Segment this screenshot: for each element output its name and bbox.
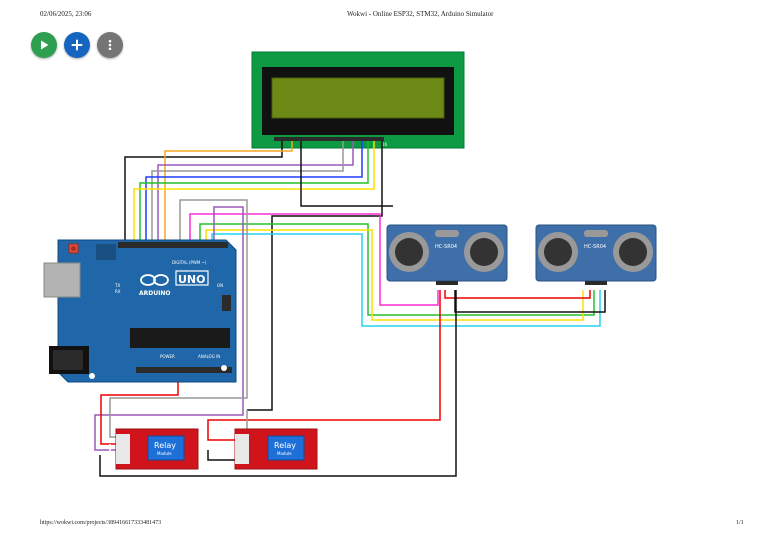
arduino-power-label: POWER xyxy=(160,354,175,359)
wire-purple xyxy=(157,141,354,243)
relay-module-2[interactable]: Relay Module xyxy=(234,428,318,470)
wire-red-relay-1 xyxy=(100,372,179,445)
more-options-button[interactable] xyxy=(97,32,123,58)
print-datetime: 02/06/2025, 23:06 xyxy=(40,10,92,18)
wire-white-relay xyxy=(109,444,120,471)
ultrasonic-sensor-2[interactable]: HC-SR04 xyxy=(535,224,657,285)
print-url: https://wokwi.com/projects/3894166173334… xyxy=(40,520,162,526)
start-simulation-button[interactable] xyxy=(31,32,57,58)
arduino-on-label: ON xyxy=(217,283,223,288)
arduino-logo xyxy=(140,274,169,286)
arduino-brand-label: ARDUINO xyxy=(139,290,170,297)
more-vertical-icon xyxy=(108,39,112,51)
relay-2-label: Relay xyxy=(274,441,296,450)
wire-magenta xyxy=(189,213,439,306)
wire-purple-2 xyxy=(94,206,244,451)
wire-black-sensors xyxy=(454,290,606,313)
print-page-number: 1/1 xyxy=(736,520,744,526)
wire-lcd-black-3 xyxy=(247,141,383,411)
arduino-digital-label: DIGITAL (PWM ~) xyxy=(172,260,207,265)
arduino-rx-label: RX xyxy=(115,289,121,294)
plus-icon xyxy=(71,39,83,51)
add-part-button[interactable] xyxy=(64,32,90,58)
wire-blue xyxy=(145,141,363,243)
wire-red-sensors xyxy=(444,290,591,299)
wire-green xyxy=(139,141,369,243)
wire-black xyxy=(124,141,283,243)
wire-gray xyxy=(151,141,344,243)
lcd-pin-count: 16 xyxy=(382,142,388,147)
relay-1-label: Relay xyxy=(154,441,176,450)
wire-black-relays xyxy=(99,290,457,477)
play-icon xyxy=(41,40,49,50)
wires xyxy=(94,141,606,477)
lcd-display[interactable]: 16 xyxy=(251,51,465,149)
ultrasonic-sensor-1[interactable]: HC-SR04 xyxy=(386,224,508,285)
relay-1-sublabel: Module xyxy=(157,451,172,456)
wire-yellow-2 xyxy=(205,229,584,321)
relay-module-1[interactable]: Relay Module xyxy=(115,428,199,470)
arduino-tx-label: TX xyxy=(114,283,120,288)
sensor-2-label: HC-SR04 xyxy=(584,244,606,250)
arduino-analog-label: ANALOG IN xyxy=(198,354,220,359)
wire-orange xyxy=(164,141,293,243)
arduino-model-label: UNO xyxy=(178,273,206,286)
lcd-pin-header xyxy=(274,137,384,141)
wire-cyan xyxy=(211,233,601,327)
print-page-title: Wokwi - Online ESP32, STM32, Arduino Sim… xyxy=(347,10,494,18)
wire-lcd-black-2 xyxy=(300,141,393,207)
wire-gray-2 xyxy=(109,199,248,438)
relay-2-sublabel: Module xyxy=(277,451,292,456)
wire-yellow xyxy=(133,141,375,243)
sensor-1-label: HC-SR04 xyxy=(435,244,457,250)
wire-red-relays xyxy=(207,290,441,441)
arduino-uno-board[interactable]: UNO ARDUINO DIGITAL (PWM ~) POWER ANALOG… xyxy=(43,239,237,383)
wire-black-relay-2 xyxy=(207,450,235,461)
wire-green-2 xyxy=(199,223,595,316)
